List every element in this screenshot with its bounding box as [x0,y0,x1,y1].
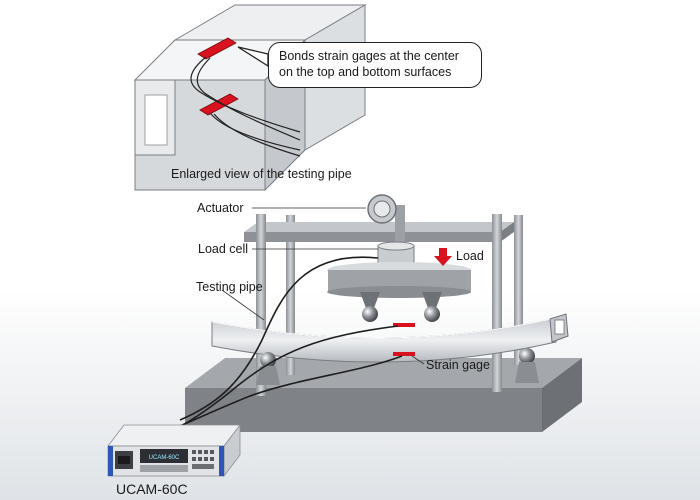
cables [169,256,403,433]
top-crossbeam [244,222,514,242]
leader-strain-gage [411,355,425,365]
enlarged-pipe [133,4,367,192]
load-arrow-icon [434,248,452,266]
leader-testing-pipe [221,289,265,321]
rig-strain-gage-bottom [393,352,415,356]
base-slab [185,358,582,432]
rear-post-left [286,215,295,375]
label-actuator: Actuator [197,201,244,215]
rear-post-right [514,215,523,365]
ucam-device: UCAM-60C [107,423,241,478]
testing-pipe [211,313,569,363]
load-platen [327,262,471,298]
device-display [140,449,188,463]
device-display-text: UCAM-60C [149,455,180,461]
callout-line-2: on the top and bottom surfaces [279,65,452,79]
label-load-cell: Load cell [198,242,249,256]
label-load: Load [456,249,484,263]
actuator [367,194,405,245]
front-post-left [256,214,266,396]
callout-box: Bonds strain gages at the center on the … [268,42,482,88]
callout-line-1: Bonds strain gages at the center [279,49,459,63]
top-strain-gage [197,37,237,60]
caption-enlarged-view: Enlarged view of the testing pipe [171,167,352,181]
label-device-model: UCAM-60C [116,481,188,497]
bottom-strain-gage [199,93,239,116]
label-strain-gage: Strain gage [426,358,490,372]
load-point-right [422,292,442,322]
rig-strain-gage-top [393,323,415,327]
support-left [256,352,280,385]
load-point-left [360,292,380,322]
label-testing-pipe: Testing pipe [196,280,263,294]
support-right [515,348,539,383]
front-post-right [492,214,502,392]
